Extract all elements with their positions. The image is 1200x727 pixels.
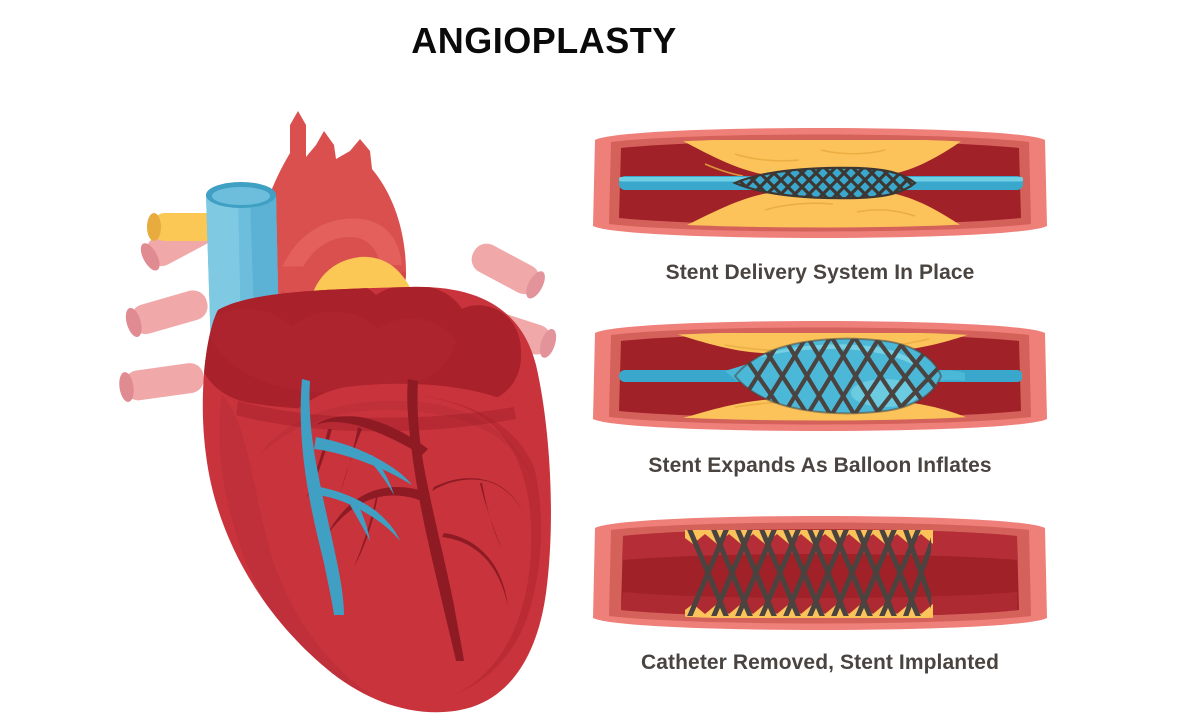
catheter-shaft-left [619,370,759,382]
coronary-vein [300,379,412,615]
step-2: Stent Expands As Balloon Inflates [585,303,1075,478]
step-3: Catheter Removed, Stent Implanted [585,500,1075,675]
heart-body [202,286,551,713]
procedure-steps: Stent Delivery System In Place [585,110,1075,710]
step-1-label: Stent Delivery System In Place [665,261,975,284]
step-3-label: Catheter Removed, Stent Implanted [640,651,1000,674]
page-title: ANGIOPLASTY [411,20,677,61]
implanted-stent-mesh [686,530,931,616]
artery-stage-3-illustration [593,516,1047,630]
artery-stage-2-illustration [593,321,1047,431]
inflated-balloon [733,337,943,415]
step-1: Stent Delivery System In Place [585,110,1075,285]
step-2-label: Stent Expands As Balloon Inflates [648,454,992,477]
plaque-bottom [681,187,965,228]
plaque-top [681,140,963,182]
compressed-stent [732,166,917,200]
artery-stage-1-illustration [593,128,1047,238]
heart-illustration [110,95,590,725]
